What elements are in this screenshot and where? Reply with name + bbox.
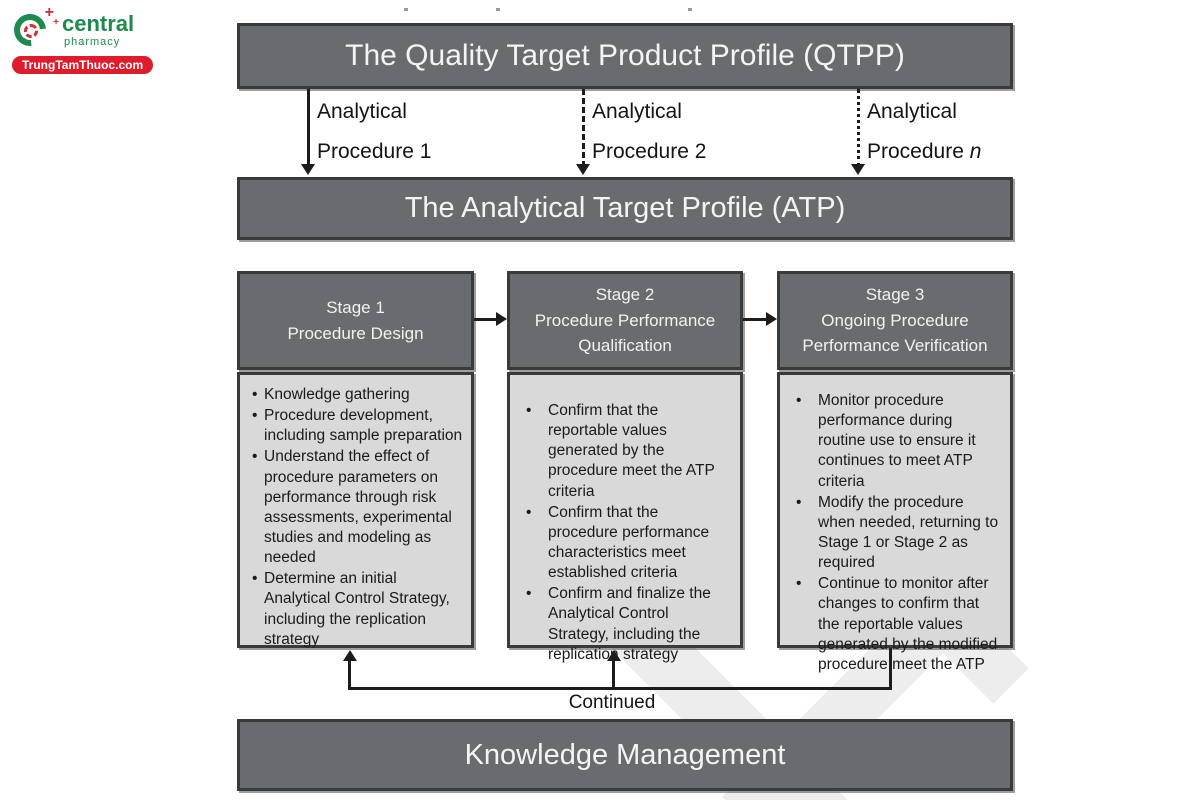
crop-speck [496,8,500,11]
bullet-item: Continue to monitor after changes to con… [796,574,1002,675]
stage-2-content: Confirm that the reportable values gener… [507,372,743,663]
bullet-item: Confirm that the reportable values gener… [526,401,732,502]
continued-label: Continued [568,692,656,713]
knowledge-management-label: Knowledge Management [464,738,786,771]
bullet-item: Procedure development, including sample … [252,406,463,446]
logo-brand-text: central [62,10,135,36]
stage-3-bullet-list: Monitor procedure performance during rou… [780,375,1010,675]
arrowhead-up-icon [607,650,621,661]
stage-1-content: Knowledge gatheringProcedure development… [237,372,474,648]
bullet-item: Monitor procedure performance during rou… [796,391,1002,492]
bullet-item: Confirm and finalize the Analytical Cont… [526,584,732,665]
feedback-line-to-stage2 [612,658,615,690]
arrowhead-right-icon [496,312,507,326]
crop-speck [688,8,692,11]
plus-icon: + [44,4,54,21]
arrowhead-up-icon [343,650,357,661]
knowledge-management-banner: Knowledge Management [237,719,1013,791]
arrow-procedure-1 [307,89,310,167]
pharmacy-logo-icon: + + [7,4,59,53]
crop-speck [404,8,408,11]
central-pharmacy-logo: + + central pharmacy TrungTamThuoc.com [7,4,154,74]
logo-site-badge: TrungTamThuoc.com [12,56,154,74]
feedback-line-to-stage1 [348,658,351,690]
stage1-to-stage2-arrow [474,318,498,321]
arrowhead-down-icon [851,164,865,175]
stage-2-bullet-list: Confirm that the reportable values gener… [510,375,740,665]
atp-banner: The Analytical Target Profile (ATP) [237,177,1013,240]
arrow-procedure-n [857,89,860,167]
arrowhead-down-icon [576,164,590,175]
bullet-item: Understand the effect of procedure param… [252,447,463,568]
qtpp-banner: The Quality Target Product Profile (QTPP… [237,23,1013,89]
bullet-item: Determine an initial Analytical Control … [252,569,463,650]
stage-3-header: Stage 3 Ongoing Procedure Performance Ve… [777,271,1013,370]
procedure-2-label: Analytical Procedure 2 [592,100,707,163]
arrowhead-right-icon [766,312,777,326]
stage-1-header: Stage 1 Procedure Design [237,271,474,370]
qtpp-banner-label: The Quality Target Product Profile (QTPP… [345,39,905,72]
feedback-horizontal-line [348,687,892,690]
arrow-procedure-2 [582,89,585,167]
procedure-1-label: Analytical Procedure 1 [317,100,432,163]
bullet-item: Knowledge gathering [252,385,463,405]
logo-sub-text: pharmacy [64,35,121,48]
procedure-n-label: Analytical Procedure n [867,100,982,163]
bullet-item: Confirm that the procedure performance c… [526,503,732,584]
arrowhead-down-icon [301,164,315,175]
plus-icon: + [53,17,59,28]
stage-2-header: Stage 2 Procedure Performance Qualificat… [507,271,743,370]
stage-3-content: Monitor procedure performance during rou… [777,372,1013,673]
stage2-to-stage3-arrow [743,318,767,321]
stage-1-bullet-list: Knowledge gatheringProcedure development… [240,375,471,650]
bullet-item: Modify the procedure when needed, return… [796,493,1002,574]
atp-banner-label: The Analytical Target Profile (ATP) [404,192,846,224]
